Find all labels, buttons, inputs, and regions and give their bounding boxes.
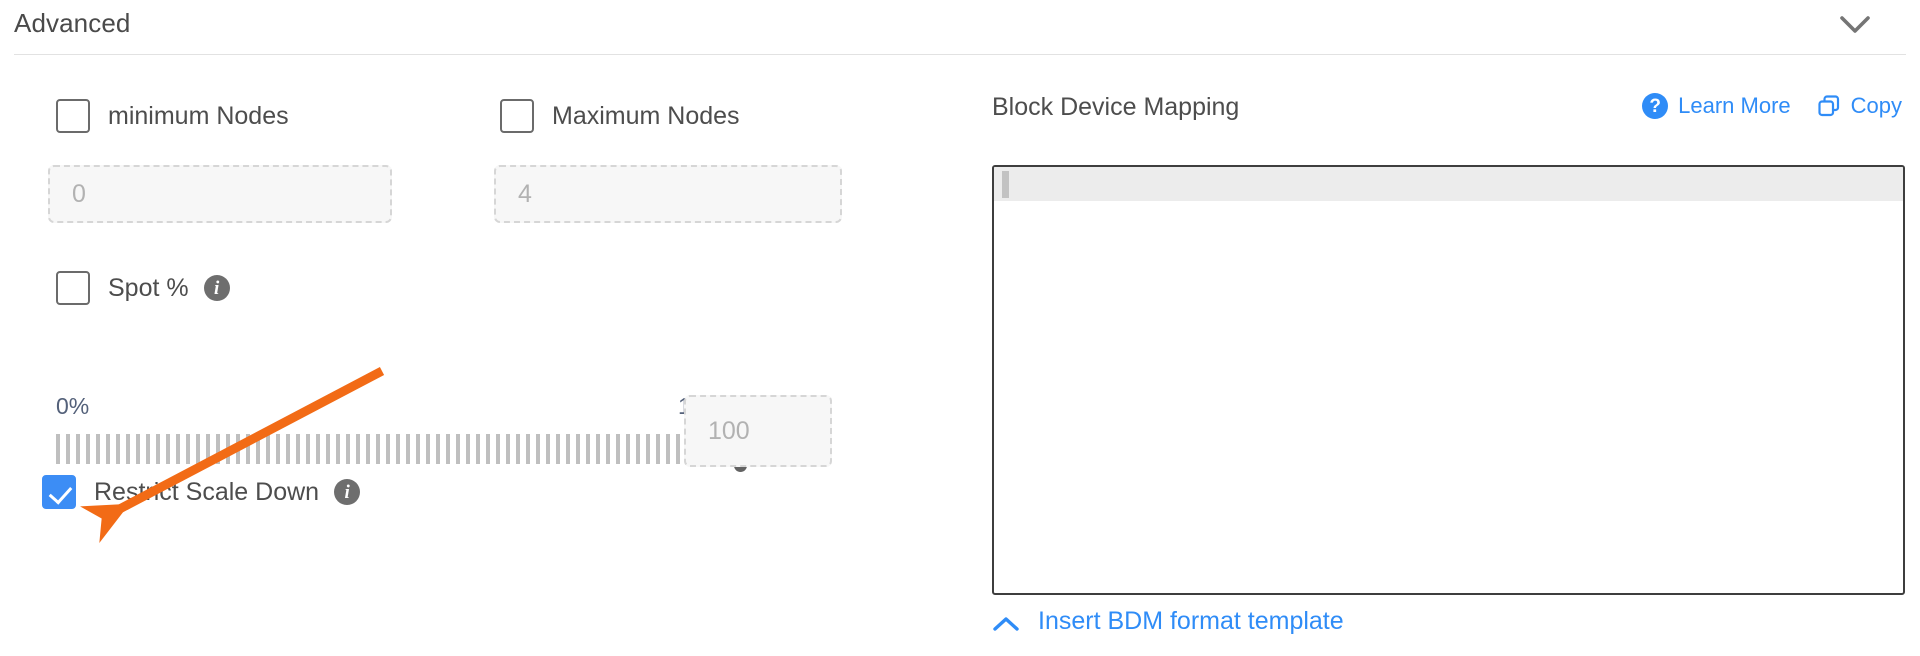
spot-percent-input[interactable]: [684, 395, 832, 467]
insert-bdm-template-link[interactable]: Insert BDM format template: [992, 607, 1344, 636]
restrict-scale-down-row: Restrict Scale Down i: [42, 475, 361, 509]
spot-percent-label: Spot %: [108, 273, 189, 302]
question-circle-icon: ?: [1642, 93, 1669, 119]
insert-bdm-template-label: Insert BDM format template: [1038, 607, 1344, 635]
right-column: Block Device Mapping ? Learn More Copy: [960, 55, 1920, 656]
copy-label: Copy: [1850, 93, 1902, 118]
learn-more-link[interactable]: ? Learn More: [1642, 93, 1791, 119]
maximum-nodes-checkbox[interactable]: [500, 99, 534, 133]
header-divider: [14, 54, 1906, 55]
block-device-mapping-title: Block Device Mapping: [992, 93, 1240, 121]
block-device-mapping-actions: ? Learn More Copy: [1642, 93, 1902, 119]
spot-percent-row: Spot % i: [56, 271, 230, 305]
minimum-nodes-checkbox[interactable]: [56, 99, 90, 133]
chevron-up-icon: [992, 612, 1020, 632]
minimum-nodes-label: minimum Nodes: [108, 101, 289, 130]
restrict-scale-down-info-icon[interactable]: i: [334, 479, 361, 505]
maximum-nodes-input[interactable]: [494, 165, 842, 223]
editor-active-line: [994, 167, 1903, 201]
slider-min-label: 0%: [56, 393, 90, 419]
learn-more-label: Learn More: [1678, 93, 1791, 118]
left-column: minimum Nodes Maximum Nodes Spot % i 0% …: [0, 55, 960, 656]
panel-header: Advanced: [0, 0, 1920, 55]
spot-percent-checkbox[interactable]: [56, 271, 90, 305]
spot-percent-info-icon[interactable]: i: [203, 275, 230, 301]
editor-cursor-marker: [1002, 171, 1009, 198]
block-device-mapping-editor[interactable]: [992, 165, 1905, 595]
copy-button[interactable]: Copy: [1817, 93, 1902, 119]
maximum-nodes-label: Maximum Nodes: [552, 101, 740, 130]
restrict-scale-down-checkbox[interactable]: [42, 475, 76, 509]
maximum-nodes-row: Maximum Nodes: [500, 99, 740, 133]
copy-icon: [1817, 94, 1841, 118]
page-title: Advanced: [14, 8, 131, 38]
minimum-nodes-input[interactable]: [48, 165, 392, 223]
chevron-down-icon[interactable]: [1838, 12, 1872, 38]
minimum-nodes-row: minimum Nodes: [56, 99, 289, 133]
spot-percent-slider-track[interactable]: [56, 434, 746, 464]
restrict-scale-down-label: Restrict Scale Down: [94, 477, 320, 506]
